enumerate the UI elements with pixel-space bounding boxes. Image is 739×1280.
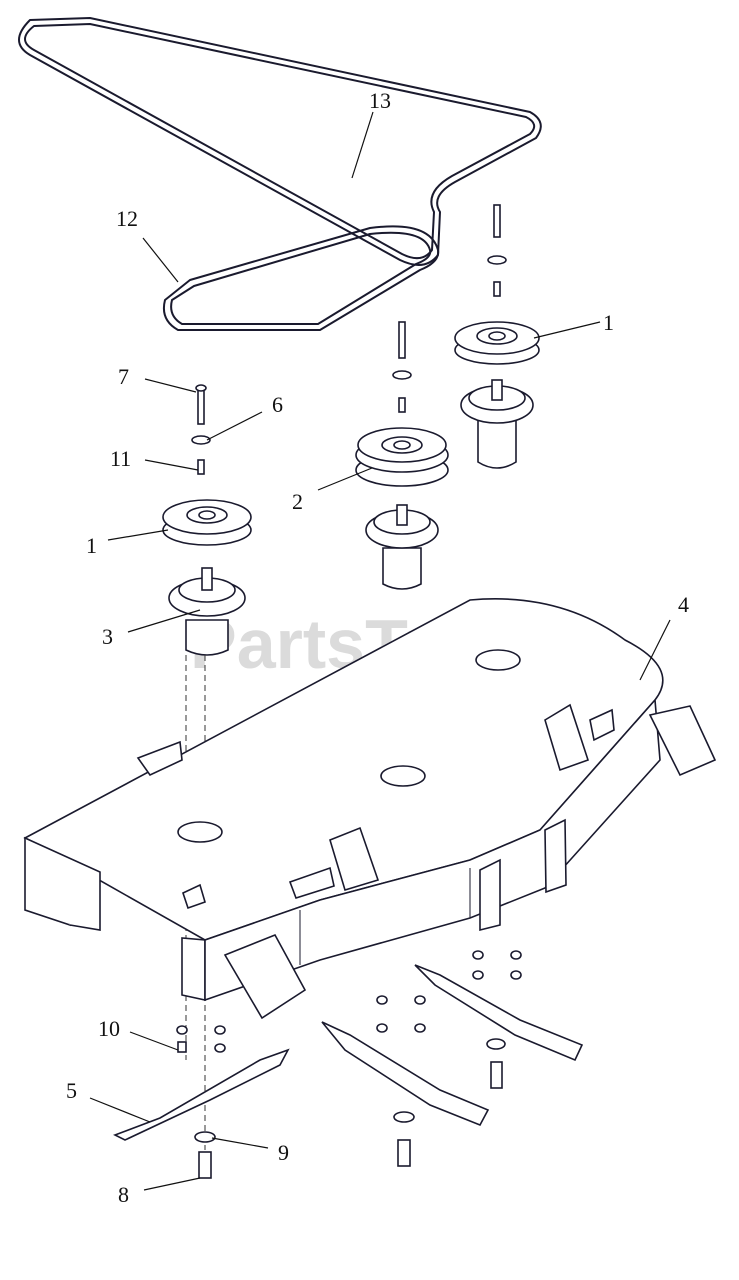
blade-middle[interactable]	[321, 1021, 490, 1127]
callout-2: 2	[292, 489, 303, 514]
callout-8: 8	[118, 1182, 129, 1207]
middle-spindle-assembly[interactable]	[355, 321, 449, 590]
callout-1-left: 1	[86, 533, 97, 558]
callout-10: 10	[98, 1016, 120, 1041]
callout-4: 4	[678, 592, 689, 617]
blade-hardware[interactable]	[177, 1038, 506, 1179]
belt-12[interactable]	[162, 225, 440, 331]
callout-9: 9	[278, 1140, 289, 1165]
blade-right[interactable]	[414, 964, 584, 1062]
callout-1-right: 1	[603, 310, 614, 335]
callout-3: 3	[102, 624, 113, 649]
callout-13: 13	[369, 88, 391, 113]
flange-nuts[interactable]	[176, 950, 522, 1053]
callout-7: 7	[118, 364, 129, 389]
mower-deck[interactable]	[23, 598, 717, 1020]
callout-6: 6	[272, 392, 283, 417]
right-spindle-assembly[interactable]	[454, 204, 540, 469]
callout-12: 12	[116, 206, 138, 231]
belt-13[interactable]	[18, 17, 542, 266]
callout-11: 11	[110, 446, 131, 471]
callout-5: 5	[66, 1078, 77, 1103]
left-spindle-assembly[interactable]	[162, 384, 252, 656]
leader-lines	[89, 111, 671, 1191]
blade-left[interactable]	[113, 1048, 290, 1141]
